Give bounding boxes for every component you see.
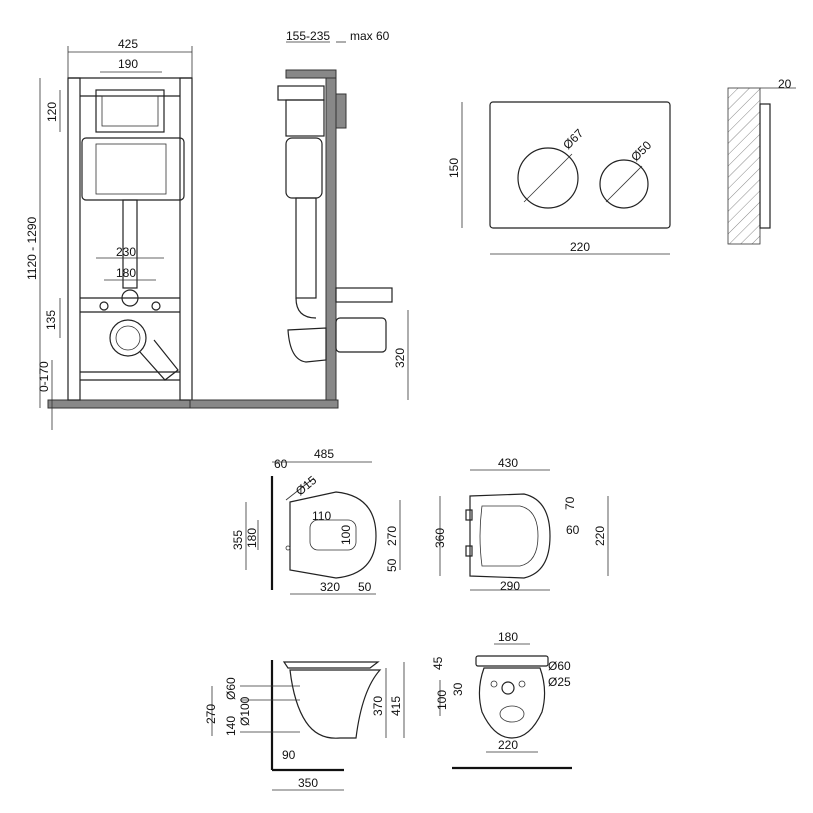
bowl-back-outline [478, 667, 546, 739]
bowl-outline [289, 491, 377, 579]
flush-panel-opening [95, 89, 165, 133]
dim-120: 120 [45, 102, 59, 122]
dim-290: 290 [500, 579, 520, 593]
dim-320: 320 [393, 348, 407, 368]
bowl-top-view: 485 60 Ø15 110 100 355 180 270 50 320 50 [231, 447, 401, 595]
dim-360: 360 [433, 528, 447, 548]
dim-155-235: 155-235 [286, 29, 330, 43]
dim-max-60: max 60 [350, 29, 390, 43]
dim-d50: Ø50 [628, 138, 654, 164]
flush-plate-front: Ø67 Ø50 150 220 [447, 101, 671, 255]
wall [325, 77, 337, 401]
dim-50v: 50 [385, 558, 399, 572]
dim-415: 415 [389, 696, 403, 716]
dim-270: 270 [385, 526, 399, 546]
dim-20: 20 [778, 77, 792, 91]
dim-190: 190 [118, 57, 138, 71]
frame-side-view: 155-235 max 60 320 [189, 29, 409, 409]
dim-110: 110 [312, 509, 331, 523]
cistern [81, 137, 185, 201]
dim-d25: Ø25 [548, 675, 571, 689]
dim-220-seat: 220 [593, 526, 607, 546]
seat-top-view: 430 360 70 60 220 290 [433, 456, 609, 593]
button-large [517, 147, 579, 209]
dim-90: 90 [282, 748, 296, 762]
dim-d15: Ø15 [293, 473, 320, 499]
dim-45: 45 [431, 656, 445, 670]
dim-135: 135 [44, 310, 58, 330]
dim-d60-back: Ø60 [548, 659, 571, 673]
bowl-back-view: 180 45 30 100 Ø60 Ø25 220 [431, 630, 572, 770]
dim-150: 150 [447, 158, 461, 178]
dim-d100: Ø100 [238, 696, 252, 726]
frame-right-post [179, 77, 193, 401]
dim-100: 100 [339, 525, 353, 545]
dim-230: 230 [116, 245, 136, 259]
dim-350: 350 [298, 776, 318, 790]
dim-70: 70 [563, 496, 577, 510]
frame-left-post [67, 77, 81, 401]
bowl-side-view: 270 140 Ø60 Ø100 370 415 90 350 [204, 660, 405, 791]
dim-430: 430 [498, 456, 518, 470]
dim-d67: Ø67 [560, 126, 586, 152]
dim-180: 180 [116, 266, 136, 280]
dim-0-170: 0-170 [37, 361, 51, 392]
drain-outlet [109, 319, 147, 357]
button-small [599, 159, 649, 209]
dim-320: 320 [320, 580, 340, 594]
dim-60-seat: 60 [566, 523, 580, 537]
dim-485: 485 [314, 447, 334, 461]
dim-d60-side: Ø60 [224, 677, 238, 700]
dim-220-back: 220 [498, 738, 518, 752]
dim-60: 60 [274, 457, 288, 471]
dim-220: 220 [570, 240, 590, 254]
side-cistern [285, 137, 323, 199]
bowl-side-outline [289, 669, 382, 739]
dim-180-back: 180 [498, 630, 518, 644]
dim-270-side: 270 [204, 704, 218, 724]
dim-425: 425 [118, 37, 138, 51]
dim-1120: 1120 - 1290 [25, 217, 39, 280]
dim-180: 180 [245, 528, 259, 548]
dim-50h: 50 [358, 580, 372, 594]
flush-plate-side: 20 [727, 77, 796, 245]
dim-140: 140 [224, 716, 238, 736]
dim-370: 370 [371, 696, 385, 716]
seat-outline [469, 493, 551, 579]
dim-30: 30 [451, 682, 465, 696]
dim-355: 355 [231, 530, 245, 550]
dim-100-back: 100 [435, 690, 449, 710]
frame-front-view: 425 190 120 1120 - 1290 230 180 135 0-17… [25, 37, 339, 430]
